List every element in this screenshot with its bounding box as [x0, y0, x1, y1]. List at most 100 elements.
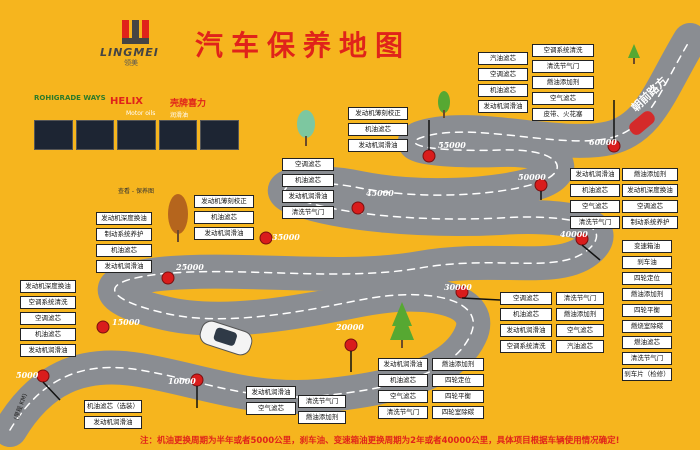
- service-item: 空调系统清洗: [532, 44, 594, 57]
- service-item: 机油滤芯: [96, 244, 152, 257]
- service-item: 燃油添加剂: [556, 308, 604, 321]
- service-item: 机油滤芯: [570, 184, 620, 197]
- car-icon: [199, 320, 253, 356]
- engine-photo: [200, 120, 239, 150]
- group-5000: 机油滤芯（选装） 发动机润滑油: [84, 400, 142, 429]
- service-item: 发动机润滑油: [570, 168, 620, 181]
- service-item: 发动机深度换油: [622, 184, 678, 197]
- group-50000: 燃油添加剂 发动机深度换油 空调滤芯 制动系统养护: [622, 168, 678, 229]
- engine-photo: [117, 120, 156, 150]
- group-40000a: 发动机润滑油 机油滤芯 空气滤芯 清洗节气门: [570, 168, 620, 229]
- group-20000a: 发动机润滑油 机油滤芯 空气滤芯 清洗节气门: [378, 358, 428, 419]
- service-item: 空气滤芯: [378, 390, 428, 403]
- service-item: 汽油滤芯: [556, 340, 604, 353]
- service-item: 清洗节气门: [282, 206, 334, 219]
- engine-photo: [34, 120, 73, 150]
- service-item: 发动机深度换油: [20, 280, 76, 293]
- group-30000a: 空调滤芯 机油滤芯 发动机润滑油 空调系统清洗: [500, 292, 552, 353]
- product-photos: [34, 120, 239, 150]
- tree-icon: [390, 302, 414, 348]
- tree-icon: [297, 110, 315, 146]
- photo-caption: 查看 - 保养图: [118, 188, 154, 195]
- service-item: 发动机薄刻校正: [194, 195, 254, 208]
- pointer-arrows: [42, 100, 615, 408]
- service-item: 机油滤芯: [478, 84, 528, 97]
- service-item: 空气滤芯: [556, 324, 604, 337]
- group-30000b: 清洗节气门 燃油添加剂 空气滤芯 汽油滤芯: [556, 292, 604, 353]
- group-10000: 发动机润滑油 空气滤芯: [246, 386, 296, 415]
- milestone-label: 25000: [176, 262, 204, 272]
- service-item: 四轮定位: [432, 374, 484, 387]
- service-item: 燃烧室除碳: [622, 320, 672, 333]
- milestone-label: 30000: [444, 282, 472, 292]
- car-icon: [629, 111, 655, 135]
- service-item: 变速箱油: [622, 240, 672, 253]
- logo-text: LINGMEI: [100, 46, 159, 59]
- milestone-label: 60000: [589, 137, 617, 147]
- milestone-label: 20000: [336, 322, 364, 332]
- brand-shell-name: 壳牌喜力: [170, 99, 207, 109]
- service-item: 清洗节气门: [622, 352, 672, 365]
- brand-tagline: ROHIGRADE WAYS: [34, 94, 106, 102]
- service-item: 发动机深度换油: [96, 212, 152, 225]
- service-item: 四轮平衡: [432, 390, 484, 403]
- service-item: 清洗节气门: [556, 292, 604, 305]
- milestone-label: 55000: [438, 140, 466, 150]
- service-item: 机油滤芯: [194, 211, 254, 224]
- service-item: 四轮室除碳: [432, 406, 484, 419]
- footer-note: 注：机油更换周期为半年或者5000公里，刹车油、变速箱油更换周期为2年或者400…: [140, 436, 620, 446]
- service-item: 空气滤芯: [570, 200, 620, 213]
- service-item: 发动机润滑油: [478, 100, 528, 113]
- group-10000b: 清洗节气门 燃油添加剂: [298, 395, 346, 424]
- logo-subtext: 领美: [124, 59, 138, 67]
- service-item: 汽油滤芯: [478, 52, 528, 65]
- service-item: 空调滤芯: [622, 200, 678, 213]
- service-item: 空气滤芯: [532, 92, 594, 105]
- service-item: 燃油添加剂: [622, 288, 672, 301]
- service-item: 发动机薄刻校正: [348, 107, 408, 120]
- service-item: 空调滤芯: [20, 312, 76, 325]
- service-item: 清洗节气门: [298, 395, 346, 408]
- service-item: 空调滤芯: [478, 68, 528, 81]
- engine-photo: [158, 120, 198, 150]
- group-20000b: 燃油添加剂 四轮定位 四轮平衡 四轮室除碳: [432, 358, 484, 419]
- service-item: 空调滤芯: [282, 158, 334, 171]
- service-item: 四轮定位: [622, 272, 672, 285]
- service-item: 燃油滤芯: [622, 336, 672, 349]
- group-35000: 发动机薄刻校正 机油滤芯 发动机润滑油: [194, 195, 254, 240]
- milestone-label: 40000: [560, 229, 588, 239]
- engine-photo: [75, 120, 115, 150]
- service-item: 发动机润滑油: [348, 139, 408, 152]
- service-item: 机油滤芯: [378, 374, 428, 387]
- service-item: 发动机润滑油: [20, 344, 76, 357]
- milestone-label: 15000: [112, 317, 140, 327]
- service-item: 空气滤芯: [246, 402, 296, 415]
- milestone-label: 10000: [168, 376, 196, 386]
- service-item: 发动机润滑油: [282, 190, 334, 203]
- service-item: 机油滤芯: [500, 308, 552, 321]
- milestone-markers: [36, 139, 621, 387]
- milestone-label: 45000: [366, 188, 394, 198]
- service-item: 清洗节气门: [532, 60, 594, 73]
- service-item: 发动机润滑油: [194, 227, 254, 240]
- service-item: 清洗节气门: [570, 216, 620, 229]
- service-item: 燃油添加剂: [532, 76, 594, 89]
- group-40000b: 变速箱油 刹车油 四轮定位 燃油添加剂 四轮平衡 燃烧室除碳 燃油滤芯 清洗节气…: [622, 240, 672, 381]
- milestone-label: 5000: [16, 370, 39, 380]
- service-item: 皮带、火花塞: [532, 108, 594, 121]
- service-item: 清洗节气门: [378, 406, 428, 419]
- service-item: 机油滤芯: [20, 328, 76, 341]
- service-item: 刹车片（检修）: [622, 368, 672, 381]
- service-item: 燃油添加剂: [622, 168, 678, 181]
- tree-icon: [168, 194, 188, 242]
- service-item: 空调系统清洗: [500, 340, 552, 353]
- service-item: 制动系统养护: [96, 228, 152, 241]
- service-item: 燃油添加剂: [432, 358, 484, 371]
- brand-lubricant: 润滑油: [170, 112, 189, 119]
- group-60000b: 空调系统清洗 清洗节气门 燃油添加剂 空气滤芯 皮带、火花塞: [532, 44, 594, 121]
- brand-helix: HELIX: [110, 96, 144, 107]
- service-item: 机油滤芯（选装）: [84, 400, 142, 413]
- service-item: 刹车油: [622, 256, 672, 269]
- tree-icon: [628, 44, 640, 64]
- page-title: 汽车保养地图: [195, 29, 412, 62]
